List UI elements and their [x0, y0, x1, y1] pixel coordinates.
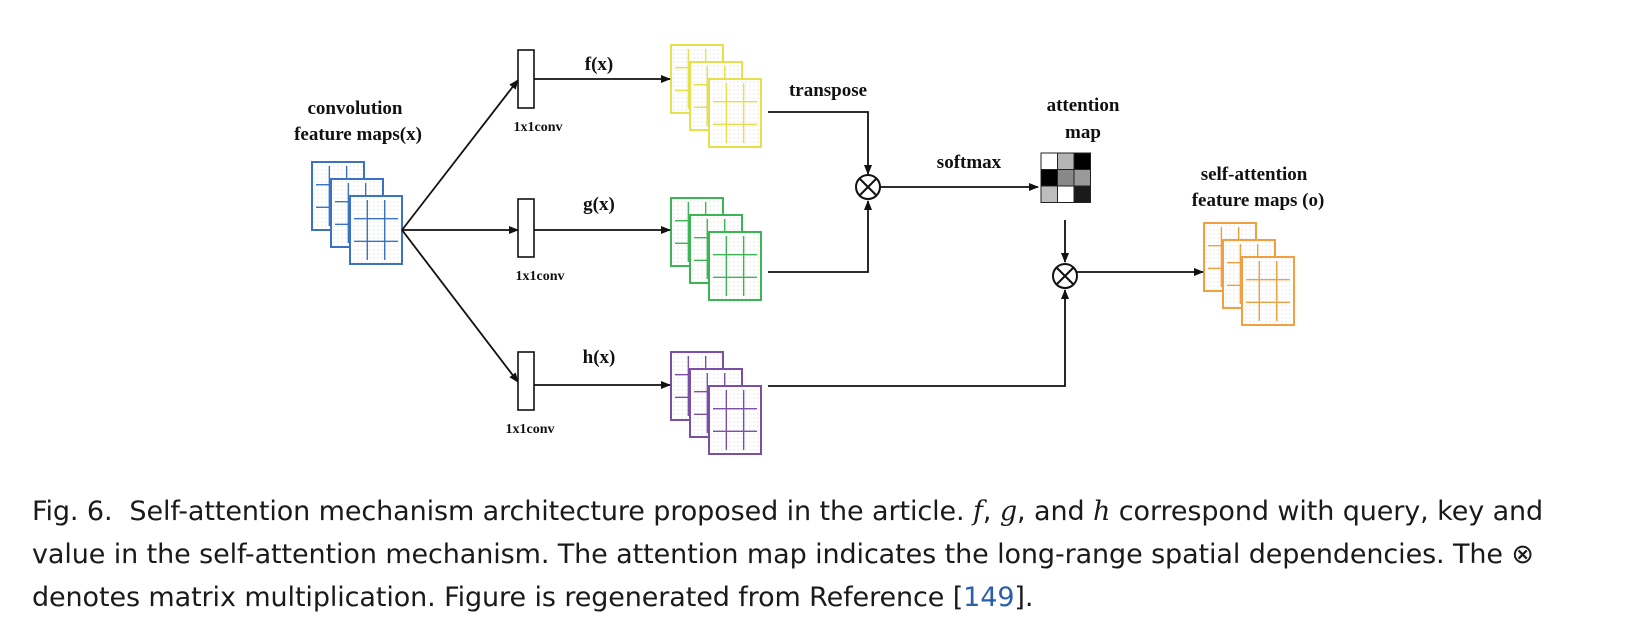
attention-map-grid	[1040, 152, 1091, 203]
conv-block-f	[517, 49, 535, 109]
caption-reference-link[interactable]: 149	[963, 582, 1015, 613]
arrow-g-to-multiply	[768, 200, 872, 273]
feature-map-sheet	[708, 385, 762, 455]
arrow-f-transpose	[768, 111, 872, 175]
attention-map-cell	[1057, 169, 1075, 187]
softmax-label: softmax	[937, 152, 1002, 173]
attention-map-cell	[1073, 169, 1091, 187]
conv-block-h	[517, 351, 535, 411]
caption-text-3: denotes matrix multiplication. Figure is…	[32, 582, 945, 613]
caption-var-h: h	[1093, 496, 1111, 527]
matmul-2-icon	[1052, 263, 1078, 289]
output-feature-maps	[1203, 222, 1295, 326]
f-feature-maps	[670, 44, 762, 148]
arrow-input-to-h	[401, 229, 519, 383]
input-label-line2: feature maps(x)	[294, 124, 422, 145]
conv-label-f: 1x1conv	[514, 120, 563, 135]
arrow-h-to-multiply	[768, 289, 1069, 387]
caption-sep-1: ,	[982, 496, 992, 527]
figure-caption: Fig. 6. Self-attention mechanism archite…	[32, 490, 1602, 619]
self-attention-diagram: convolution feature maps(x) f(x) g(x) h(…	[294, 44, 1325, 455]
matmul-1-icon	[855, 174, 881, 200]
g-feature-maps	[670, 197, 762, 301]
caption-fig-number: Fig. 6.	[32, 496, 113, 527]
attention-map-cell	[1057, 152, 1075, 170]
feature-map-sheet	[708, 78, 762, 148]
caption-text-1: Self-attention mechanism architecture pr…	[129, 496, 965, 527]
conv-label-g: 1x1conv	[516, 269, 565, 284]
caption-otimes: ⊗	[1511, 539, 1534, 570]
output-label-line2: feature maps (o)	[1192, 190, 1325, 211]
attention-map-cell	[1073, 152, 1091, 170]
caption-text-2: correspond with query, key and value in …	[32, 496, 1544, 570]
attention-map-cell	[1073, 185, 1091, 203]
attention-label-line1: attention	[1047, 95, 1120, 116]
caption-sep-2: , and	[1017, 496, 1085, 527]
g-label: g(x)	[583, 194, 615, 215]
feature-map-sheet	[349, 195, 403, 265]
caption-ref-open: [	[952, 582, 964, 613]
h-label: h(x)	[583, 347, 616, 368]
attention-map-cell	[1057, 185, 1075, 203]
feature-map-sheet	[1241, 256, 1295, 326]
input-label-line1: convolution	[307, 98, 402, 119]
feature-map-sheet	[708, 231, 762, 301]
attention-label-line2: map	[1065, 122, 1101, 143]
conv-label-h: 1x1conv	[506, 422, 555, 437]
caption-ref-close: ].	[1014, 582, 1034, 613]
attention-map-cell	[1040, 152, 1058, 170]
arrow-input-to-f	[401, 79, 519, 231]
transpose-label: transpose	[789, 80, 867, 101]
caption-var-g: g	[999, 496, 1018, 527]
h-feature-maps	[670, 351, 762, 455]
attention-map-cell	[1040, 185, 1058, 203]
caption-var-f: f	[972, 496, 983, 527]
conv-block-g	[517, 198, 535, 258]
attention-map-cell	[1040, 169, 1058, 187]
input-feature-maps	[311, 161, 403, 265]
output-label-line1: self-attention	[1201, 164, 1308, 185]
f-label: f(x)	[585, 54, 613, 75]
